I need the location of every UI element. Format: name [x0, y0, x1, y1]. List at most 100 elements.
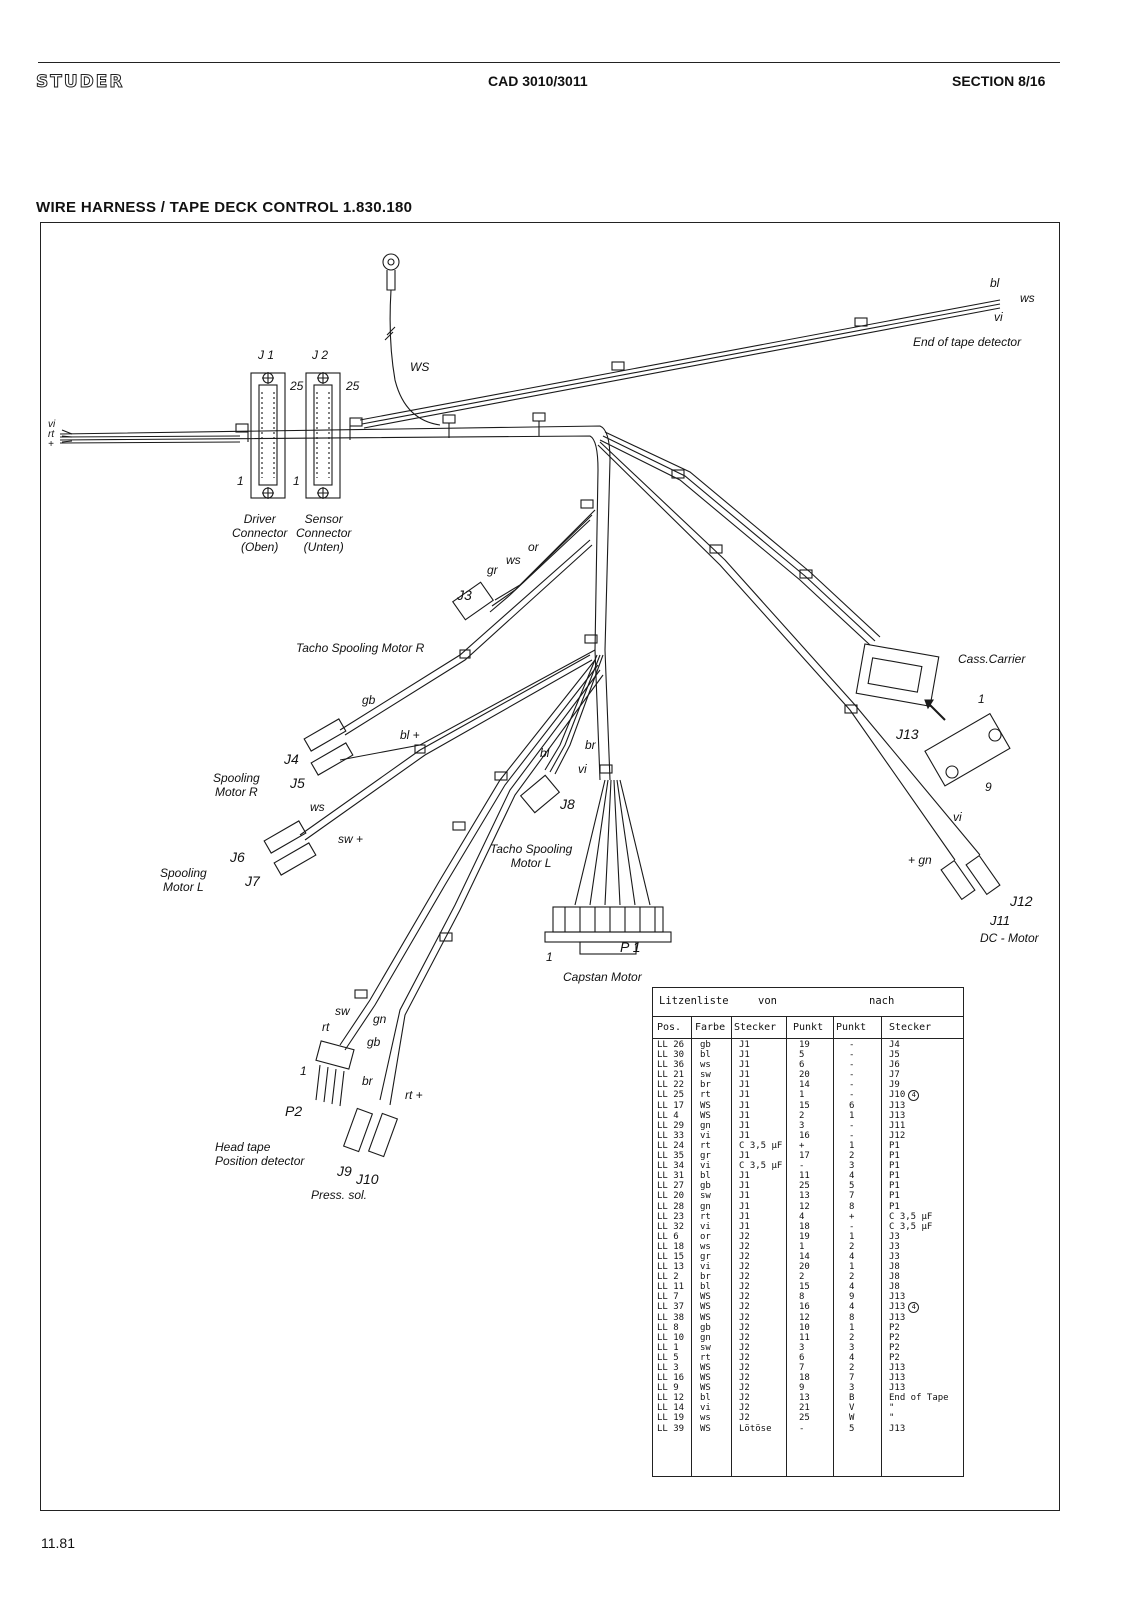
wire-list-to: nach: [869, 995, 895, 1007]
label-bl-plus: bl +: [400, 728, 420, 742]
cell-farbe: WS: [700, 1100, 711, 1111]
cell-punkt-to: -: [849, 1060, 855, 1071]
cell-stecker-to: J6: [889, 1060, 900, 1071]
cell-stecker-from: J2: [739, 1292, 750, 1303]
cell-punkt-to: 8: [849, 1312, 855, 1323]
cell-stecker-from: J1: [739, 1070, 750, 1081]
cell-stecker-from: J1: [739, 1060, 750, 1071]
label-p1-pin1: 1: [546, 950, 553, 964]
cell-pos: LL 37: [657, 1302, 685, 1313]
label-end-of-tape-detector: End of tape detector: [913, 335, 1022, 349]
label-p2-sw: sw: [335, 1004, 350, 1018]
cell-punkt-from: 16: [799, 1130, 810, 1141]
cell-farbe: rt: [700, 1140, 711, 1151]
cell-stecker-to: P1: [889, 1161, 900, 1172]
j1-connector: [250, 372, 286, 499]
cell-pos: LL 34: [657, 1161, 685, 1172]
cell-pos: LL 1: [657, 1342, 679, 1353]
cell-stecker-from: J1: [739, 1130, 750, 1141]
cell-punkt-to: 2: [849, 1332, 855, 1343]
label-dc-motor: DC - Motor: [980, 931, 1039, 945]
cell-punkt-from: 20: [799, 1262, 810, 1273]
cell-farbe: bl: [700, 1171, 711, 1182]
label-rt-plus: rt +: [405, 1088, 423, 1102]
cell-punkt-from: 4: [799, 1211, 805, 1222]
cell-punkt-to: 5: [849, 1423, 855, 1434]
cell-pos: LL 22: [657, 1080, 685, 1091]
cell-stecker-from: C 3,5 µF: [739, 1140, 783, 1151]
label-j3-gr: gr: [487, 563, 498, 577]
cell-punkt-to: -: [849, 1130, 855, 1141]
label-j9-br: br: [362, 1074, 373, 1088]
label-pin1-j2: 1: [293, 474, 300, 488]
cell-punkt-from: 2: [799, 1272, 805, 1283]
cell-stecker-from: J1: [739, 1120, 750, 1131]
label-left-wires: vi rt +: [48, 419, 56, 450]
cell-stecker-from: J2: [739, 1282, 750, 1293]
cell-punkt-to: 1: [849, 1262, 855, 1273]
label-j3-or: or: [528, 540, 539, 554]
cell-stecker-from: J1: [739, 1221, 750, 1232]
cell-punkt-to: 3: [849, 1342, 855, 1353]
ground-lug-icon: [382, 253, 441, 426]
note-marker: 4: [908, 1090, 920, 1102]
cell-punkt-to: 4: [849, 1171, 855, 1182]
end-of-tape-branch: [359, 299, 1001, 429]
cell-punkt-to: 4: [849, 1352, 855, 1363]
cell-pos: LL 9: [657, 1383, 679, 1394]
cell-punkt-to: W: [849, 1413, 855, 1424]
cell-stecker-to: C 3,5 µF: [889, 1211, 933, 1222]
label-pin25-j1: 25: [290, 379, 304, 393]
cell-farbe: sw: [700, 1070, 711, 1081]
label-press-sol: Press. sol.: [311, 1188, 368, 1202]
cell-punkt-to: B: [849, 1393, 855, 1404]
label-j5: J5: [290, 775, 305, 791]
cell-farbe: gn: [700, 1201, 711, 1212]
cell-stecker-to: J13: [889, 1423, 906, 1434]
cell-stecker-to: End of Tape: [889, 1393, 949, 1404]
cell-farbe: WS: [700, 1110, 711, 1121]
label-j10: J10: [356, 1171, 379, 1187]
label-j8-bl: bl: [540, 746, 550, 760]
cell-pos: LL 31: [657, 1171, 685, 1182]
label-p2-rt: rt: [322, 1020, 330, 1034]
cell-punkt-to: 1: [849, 1231, 855, 1242]
cell-punkt-from: 5: [799, 1050, 805, 1061]
cell-punkt-from: +: [799, 1140, 805, 1151]
cell-stecker-from: J1: [739, 1151, 750, 1162]
j3-branch: [451, 509, 596, 621]
studer-logo: STUDER: [35, 72, 125, 93]
cell-punkt-from: 25: [799, 1181, 810, 1192]
j2-connector: [305, 372, 341, 499]
cell-pos: LL 39: [657, 1423, 685, 1434]
cell-stecker-to: J12: [889, 1130, 906, 1141]
cell-farbe: WS: [700, 1383, 711, 1394]
cell-punkt-to: -: [849, 1070, 855, 1081]
cell-punkt-to: -: [849, 1080, 855, 1091]
cell-punkt-from: 14: [799, 1251, 810, 1262]
cell-farbe: vi: [700, 1403, 711, 1414]
col-pos: Pos.: [657, 1022, 682, 1033]
cell-farbe: WS: [700, 1292, 711, 1303]
cell-stecker-to: P2: [889, 1342, 900, 1353]
cell-punkt-from: 21: [799, 1403, 810, 1414]
cell-stecker-from: J2: [739, 1241, 750, 1252]
cell-pos: LL 4: [657, 1110, 679, 1121]
cell-farbe: WS: [700, 1302, 711, 1313]
cell-punkt-to: V: [849, 1403, 855, 1414]
cell-stecker-to: J3: [889, 1251, 900, 1262]
label-j8: J8: [560, 796, 575, 812]
cell-farbe: gb: [700, 1040, 711, 1050]
cell-stecker-from: J1: [739, 1191, 750, 1202]
wire-list-title: Litzenliste: [659, 995, 729, 1007]
cell-stecker-to: J7: [889, 1070, 900, 1081]
